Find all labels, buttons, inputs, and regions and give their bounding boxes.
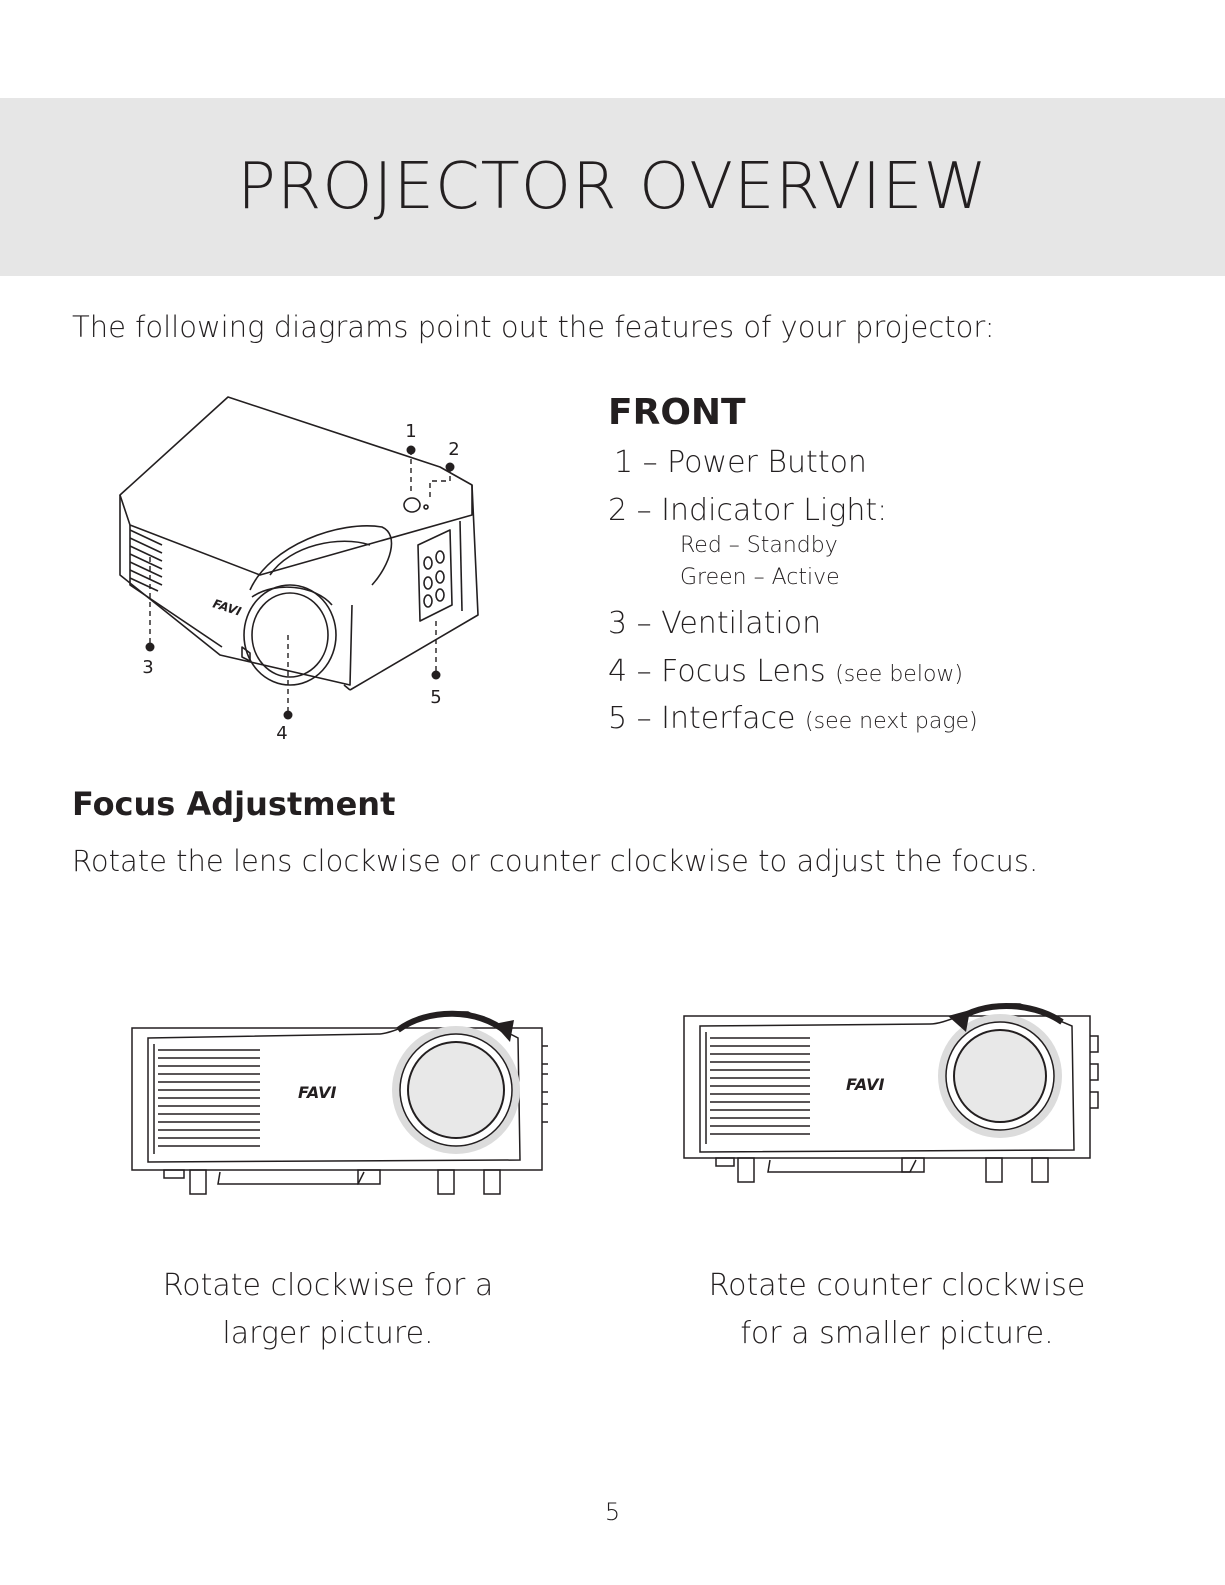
caption-clockwise: Rotate clockwise for a larger picture. (108, 1262, 548, 1358)
feature-label: 1 – Power Button (614, 445, 867, 480)
callout-3: 3 (142, 657, 153, 678)
focus-body: Rotate the lens clockwise or counter clo… (72, 844, 1039, 878)
indicator-state-green: Green – Active (680, 565, 840, 590)
callout-1: 1 (405, 421, 416, 442)
callout-dot-2 (445, 462, 455, 472)
page-number: 5 (604, 1498, 621, 1526)
feature-note: (see below) (835, 662, 963, 687)
caption-line: Rotate clockwise for a (162, 1268, 494, 1303)
projector-clockwise-diagram: FAVI (131, 1010, 548, 1195)
page-title: PROJECTOR OVERVIEW (237, 150, 988, 224)
feature-item: 1 – Power Button (614, 445, 867, 480)
projector-counter-clockwise-diagram: FAVI (683, 1003, 1099, 1183)
callout-4: 4 (276, 723, 287, 744)
feature-item: 5 – Interface (see next page) (608, 701, 978, 736)
feature-label: 2 – Indicator Light: (608, 493, 888, 528)
feature-label: 4 – Focus Lens (608, 654, 826, 689)
caption-counter-clockwise: Rotate counter clockwise for a smaller p… (672, 1262, 1122, 1358)
callout-5: 5 (430, 687, 441, 708)
focus-heading: Focus Adjustment (72, 785, 396, 823)
caption-line: larger picture. (222, 1316, 434, 1351)
callout-dot-3 (145, 642, 155, 652)
callout-2: 2 (448, 439, 459, 460)
callout-dot-1 (406, 445, 416, 455)
brand-logo: FAVI (846, 1075, 885, 1094)
indicator-state-red: Red – Standby (680, 533, 838, 558)
feature-note: (see next page) (805, 709, 978, 734)
callout-dot-5 (431, 670, 441, 680)
brand-logo: FAVI (211, 597, 243, 619)
intro-text: The following diagrams point out the fea… (72, 310, 995, 344)
caption-line: Rotate counter clockwise (708, 1268, 1086, 1303)
feature-item: 2 – Indicator Light: (608, 493, 887, 528)
brand-logo: FAVI (298, 1083, 337, 1102)
feature-label: 3 – Ventilation (608, 606, 822, 641)
title-banner: PROJECTOR OVERVIEW (0, 98, 1225, 276)
caption-line: for a smaller picture. (740, 1316, 1054, 1351)
callout-dot-4 (283, 710, 293, 720)
front-heading: FRONT (608, 392, 746, 433)
feature-item: 3 – Ventilation (608, 606, 821, 641)
feature-item: 4 – Focus Lens (see below) (608, 654, 963, 689)
feature-label: 5 – Interface (608, 701, 796, 736)
projector-front-diagram: FAVI 1 2 3 4 5 (119, 396, 479, 744)
